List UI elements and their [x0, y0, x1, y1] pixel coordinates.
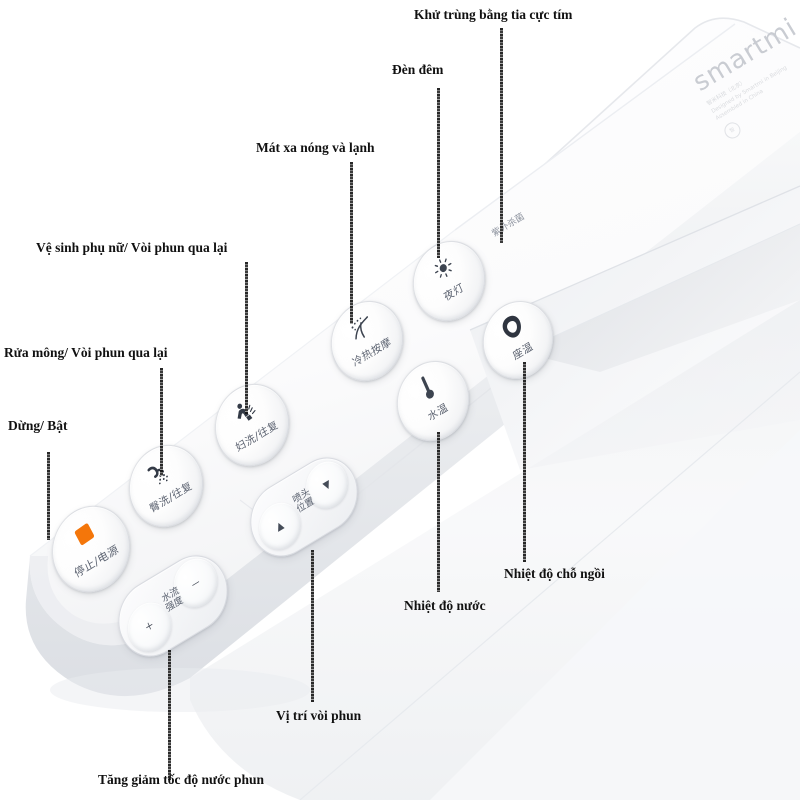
leader-uv-sterilize: [500, 28, 503, 243]
rocker-water-pressure-label: 水流 强度: [160, 585, 185, 615]
button-power-stop[interactable]: 停止/电源: [39, 490, 143, 608]
orange-square-stop-icon: [71, 519, 101, 554]
hot-cold-massage-icon: [346, 311, 379, 348]
leader-stop-power: [47, 452, 50, 540]
button-night-light[interactable]: 夜灯: [400, 226, 498, 336]
leader-seat-temp: [523, 362, 526, 562]
callout-uv-sterilize: Khử trùng bằng tia cực tím: [414, 7, 573, 22]
triangle-up-icon: ▲: [271, 515, 289, 536]
button-hot-cold-massage[interactable]: 冷热按摩: [318, 286, 416, 396]
sun-night-light-icon: [429, 252, 459, 287]
callout-stop-power: Dừng/ Bật: [8, 418, 68, 433]
thermometer-icon: [414, 372, 442, 409]
callout-water-temp: Nhiệt độ nước: [404, 598, 486, 613]
leader-feminine-wash: [245, 262, 248, 414]
minus-icon: –: [188, 573, 202, 593]
leader-water-pressure: [168, 650, 171, 780]
plus-icon: +: [142, 616, 157, 637]
leader-water-temp: [437, 432, 440, 592]
leader-massage: [350, 162, 353, 324]
callout-feminine-wash: Vệ sinh phụ nữ/ Vòi phun qua lại: [36, 240, 228, 255]
leader-night-light: [437, 88, 440, 258]
leader-rear-wash: [160, 368, 163, 476]
callout-seat-temp: Nhiệt độ chỗ ngồi: [504, 566, 605, 581]
callout-massage: Mát xa nóng và lạnh: [256, 140, 375, 155]
button-seat-temperature[interactable]: 座温: [471, 286, 565, 394]
rocker-nozzle-position-label: 喷头 位置: [291, 486, 316, 516]
callout-water-pressure: Tăng giảm tốc độ nước phun: [98, 772, 264, 787]
callout-night-light: Đèn đêm: [392, 62, 444, 77]
toilet-seat-icon: [498, 311, 528, 348]
leader-nozzle-position: [311, 550, 314, 702]
button-water-temperature[interactable]: 水温: [384, 346, 482, 456]
callout-rear-wash: Rửa mông/ Vòi phun qua lại: [4, 345, 168, 360]
callout-nozzle-position: Vị trí vòi phun: [276, 708, 362, 723]
